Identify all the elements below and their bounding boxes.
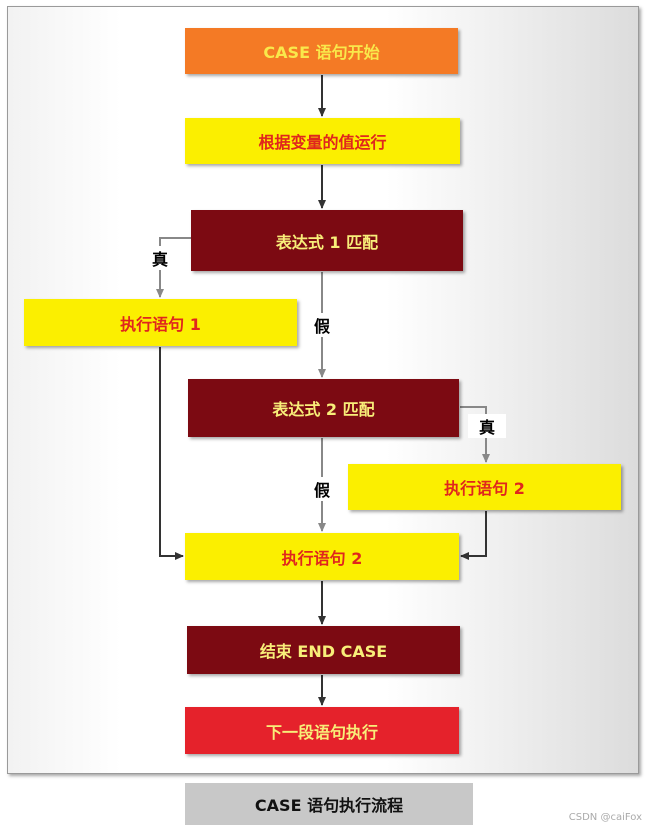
label-true-1: 真	[140, 246, 180, 270]
node-execute-statement-2-main: 执行语句 2	[185, 533, 459, 580]
node-expression-1-match: 表达式 1 匹配	[191, 210, 463, 271]
node-expression-2-match: 表达式 2 匹配	[188, 379, 459, 437]
node-evaluate-variable: 根据变量的值运行	[185, 118, 460, 164]
node-end-case: 结束 END CASE	[187, 626, 460, 674]
watermark: CSDN @caiFox	[568, 812, 642, 823]
figure-caption: CASE 语句执行流程	[185, 783, 473, 825]
node-next-statement: 下一段语句执行	[185, 707, 459, 754]
label-false-1: 假	[306, 313, 338, 337]
arrow-match2-to-exec2-branch-true	[460, 406, 490, 463]
node-case-start: CASE 语句开始	[185, 28, 458, 74]
label-true-2: 真	[468, 414, 506, 438]
node-execute-statement-1: 执行语句 1	[24, 299, 297, 346]
arrow-exec2-branch-to-exec2-main	[460, 511, 487, 560]
node-execute-statement-2-branch: 执行语句 2	[348, 464, 621, 510]
arrow-exec1-to-exec2-main	[159, 347, 184, 560]
arrow-match1-to-exec1-true	[156, 237, 191, 298]
label-false-2: 假	[306, 477, 338, 501]
